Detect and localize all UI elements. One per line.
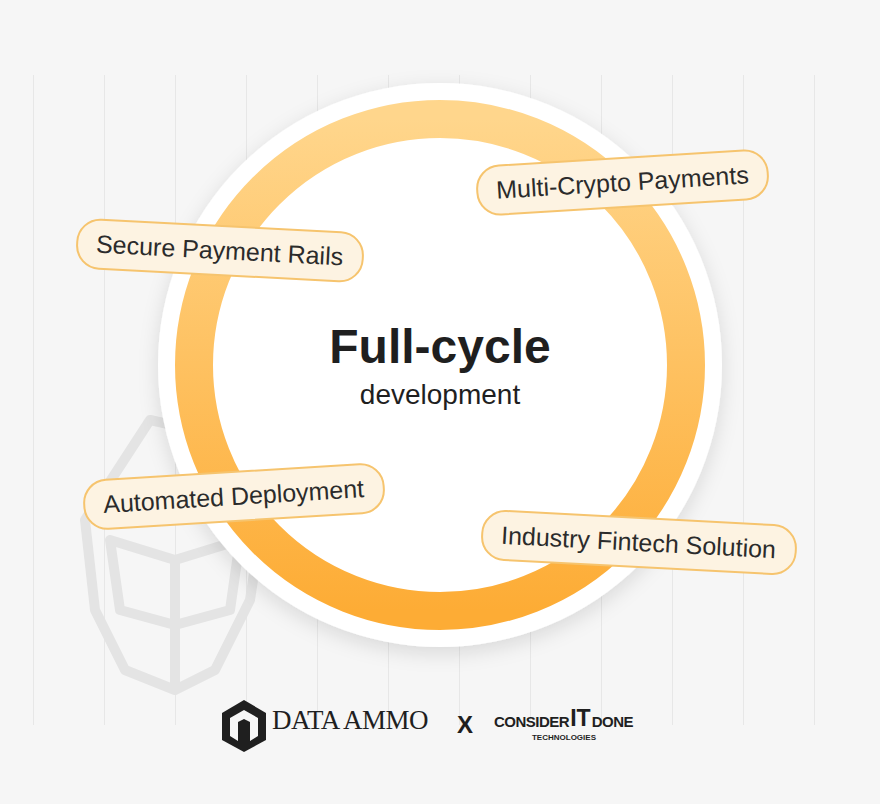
collab-mark: X: [457, 711, 473, 739]
pill-text: Multi-Crypto Payments: [495, 158, 750, 206]
pill-text: Industry Fintech Solution: [500, 518, 777, 565]
partner-logo-text: DONE: [592, 713, 633, 730]
brand-name: DATA AMMO: [272, 705, 428, 736]
pill-text: Secure Payment Rails: [95, 227, 344, 272]
partner-logo-subtext: TECHNOLOGIES: [532, 733, 596, 742]
data-ammo-icon: [222, 700, 266, 752]
partner-logo-text: IT: [570, 705, 590, 732]
partner-logo-text: CONSIDER: [494, 713, 569, 730]
pill-text: Automated Deployment: [102, 472, 365, 520]
grid-lines: [0, 75, 880, 725]
circle-subheading: development: [360, 378, 520, 412]
circle-heading: Full-cycle: [329, 319, 550, 374]
